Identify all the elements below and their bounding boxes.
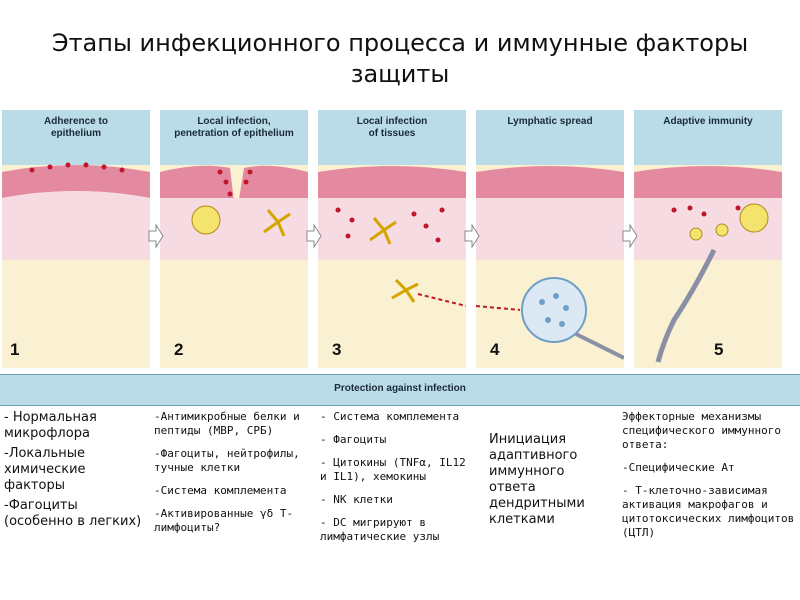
stage-illustration-3 [318,165,466,368]
factor-item: -Активированные γδ Т-лимфоциты? [154,507,294,534]
arrow-right-icon [622,224,638,248]
factor-item: -Система комплемента [154,484,287,497]
factors-column-4: Инициация адаптивного иммунного ответа д… [489,432,609,537]
factor-item: - Нормальная микрофлора [4,410,97,441]
factors-column-5: Эффекторные механизмы специфического имм… [622,410,798,549]
page-title: Этапы инфекционного процесса и иммунные … [51,29,749,88]
stage-panel-2: Local infection, penetration of epitheli… [160,110,308,368]
protection-bar: Protection against infection [0,374,800,406]
factors-column-1: - Нормальная микрофлора -Локальные химич… [4,410,144,534]
stage-label-1: Adherence to epithelium [44,116,108,139]
stage-illustration-2 [160,165,308,368]
factor-item: -Фагоциты (особенно в легких) [4,498,142,529]
stage-panel-4: Lymphatic spread 4 [476,110,624,368]
stage-illustration-5 [634,165,782,368]
stage-number-5: 5 [714,340,724,359]
stage-illustration-4 [476,165,624,368]
protection-bar-label: Protection against infection [334,383,466,394]
stage-number-1: 1 [10,340,20,359]
stage-number-4: 4 [490,340,500,359]
stage-number-2: 2 [174,340,184,359]
factor-item: - Фагоциты [320,433,387,446]
arrow-right-icon [306,224,322,248]
arrow-right-icon [464,224,480,248]
factors-column-3: - Система комплемента - Фагоциты - Циток… [320,410,476,553]
factor-item: Инициация адаптивного иммунного ответа д… [489,432,585,527]
factors-column-2: -Антимикробные белки и пептиды (МВР, СРБ… [154,410,304,544]
stage-label-5: Adaptive immunity [663,116,753,127]
arrow-right-icon [148,224,164,248]
stage-panel-3: Local infection of tissues 3 [318,110,466,368]
factor-item: Эффекторные механизмы специфического имм… [622,410,781,451]
factor-item: - NK клетки [320,493,393,506]
stage-label-4: Lymphatic spread [507,116,593,127]
stage-illustration-1 [2,162,150,368]
factor-item: -Специфические Ат [622,461,735,474]
stage-panel-1: Adherence to epithelium 1 [2,110,150,368]
factor-item: - DC мигрируют в лимфатические узлы [320,516,440,543]
stage-label-2: Local infection, penetration of epitheli… [174,116,294,139]
factor-item: -Фагоциты, нейтрофилы, тучные клетки [154,447,300,474]
factor-item: -Локальные химические факторы [4,446,86,493]
factor-item: -Антимикробные белки и пептиды (МВР, СРБ… [154,410,300,437]
factor-item: - Система комплемента [320,410,460,423]
factor-item: - Цитокины (TNFα, IL12 и IL1), хемокины [320,456,466,483]
factor-item: - Т-клеточно-зависимая активация макрофа… [622,484,795,539]
stage-panel-5: Adaptive immunity 5 [634,110,782,368]
stage-label-3: Local infection of tissues [356,116,428,139]
stage-number-3: 3 [332,340,342,359]
